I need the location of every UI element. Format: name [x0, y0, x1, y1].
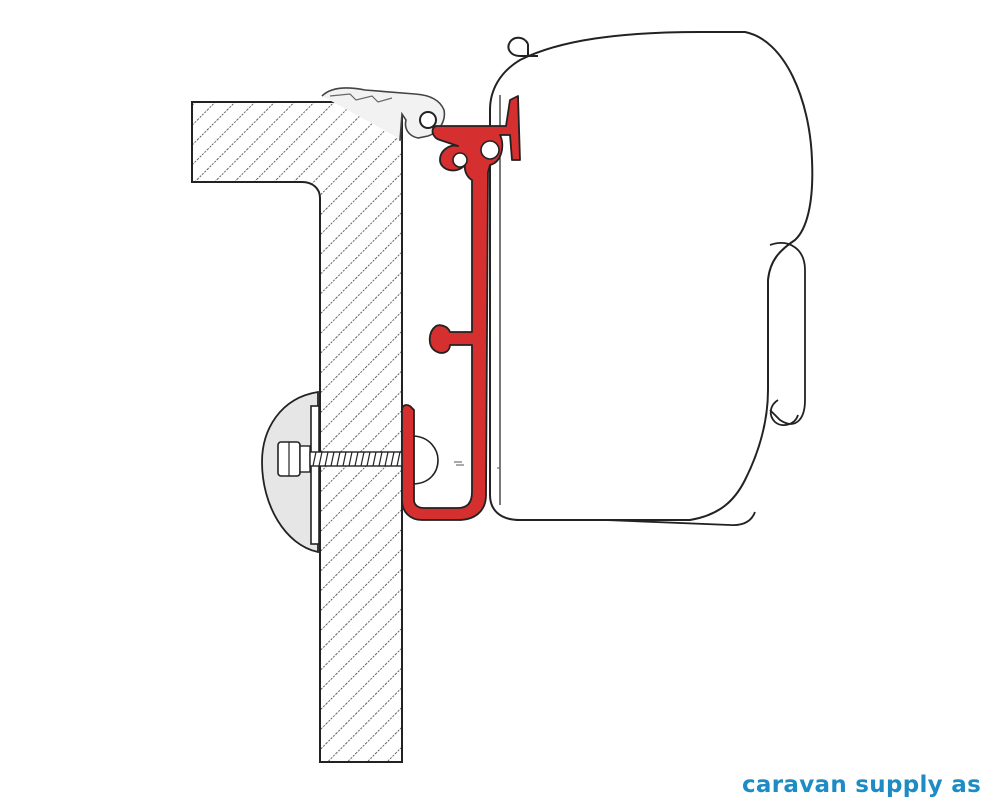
adapter-bracket [401, 95, 521, 521]
detail-marks [454, 461, 500, 469]
awning-cassette [489, 31, 814, 526]
caravan-wall-section [191, 101, 403, 763]
awning-rail [321, 87, 446, 141]
brand-watermark-text: caravan supply as [742, 771, 982, 798]
brand-watermark: caravan supply as [742, 770, 998, 800]
